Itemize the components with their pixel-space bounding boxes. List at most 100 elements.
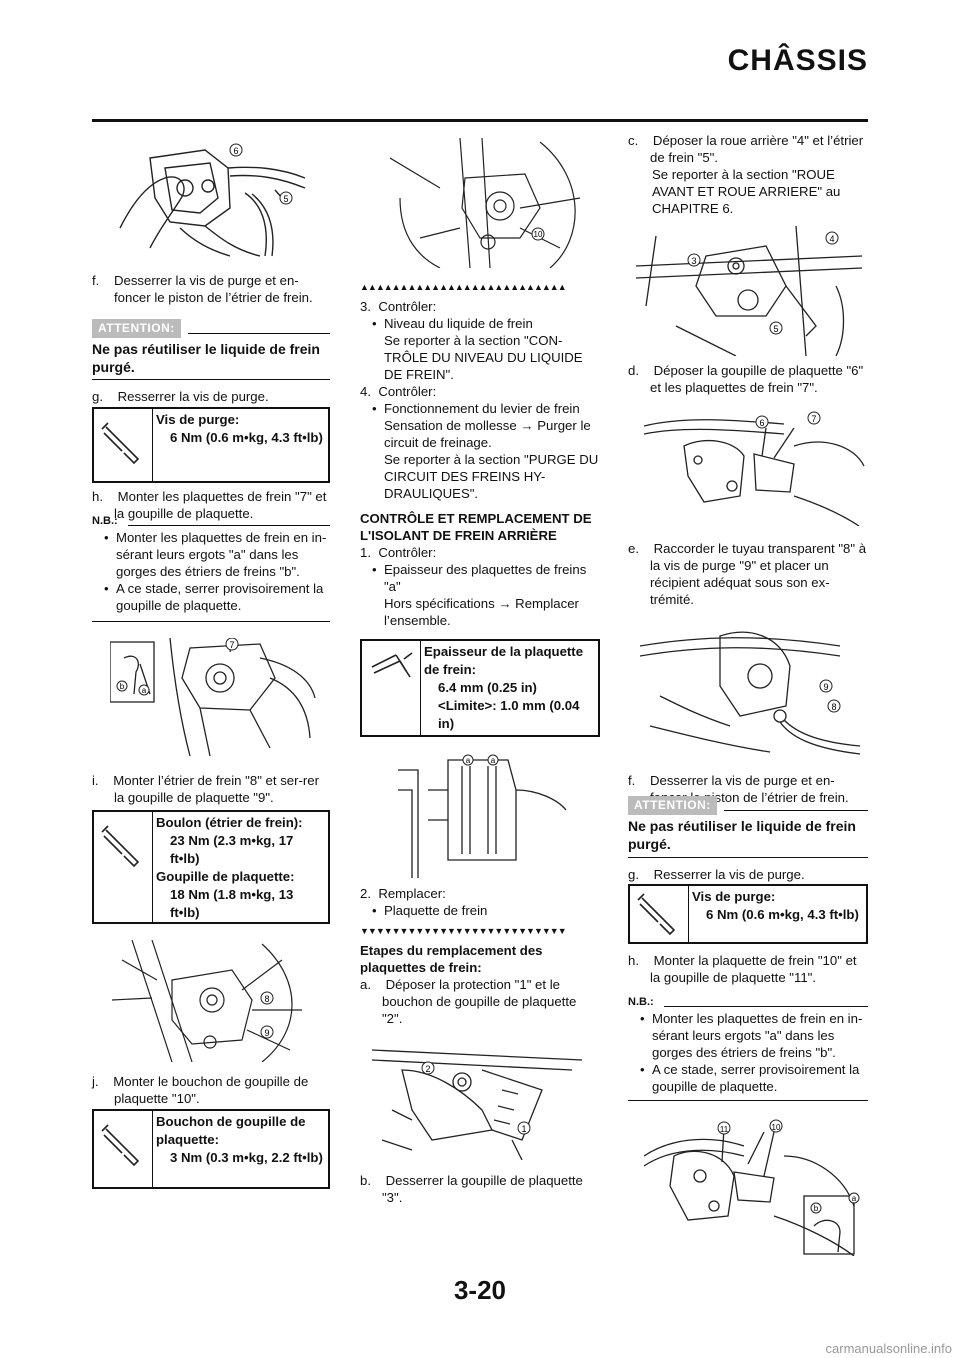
col1-step-h: h. Monter les plaquettes de frein "7" et… — [92, 489, 327, 521]
spec-box-pad-thickness: Epaisseur de la plaquette de frein: 6.4 … — [360, 639, 600, 737]
spec-box-pin-plug: Bouchon de goupille de plaquette: 3 Nm (… — [92, 1109, 330, 1189]
list-item: • Monter les plaquettes de frein en in-s… — [640, 1011, 863, 1060]
torque-wrench-icon — [101, 422, 140, 465]
col1-step-f: f. Desserrer la vis de purge et en-fonce… — [92, 273, 313, 305]
fig-label-9: 9 — [264, 1028, 269, 1038]
col2-steps: Etapes du remplacement des plaquettes de… — [360, 942, 600, 1027]
list-item: • Fonctionnement du levier de frein — [372, 401, 580, 416]
fig-label-a: a — [142, 686, 147, 695]
fig-label-b: b — [120, 682, 125, 691]
fig-label-3: 3 — [691, 256, 696, 266]
nb-label: N.B.: — [628, 996, 654, 1008]
list-item: • Monter les plaquettes de frein en in-s… — [104, 530, 327, 579]
spec-icon-cell — [94, 1111, 153, 1187]
col1-nb-header: N.B.: — [92, 513, 330, 527]
figure-pad-install-2: 11 10 a b — [644, 1119, 860, 1256]
c-ref: Se reporter à la section "ROUE AVANT ET … — [652, 167, 841, 216]
col3-step-g: g. Resserrer la vis de purge. — [628, 867, 805, 882]
figure-pad-install-1: 7 a b — [110, 638, 316, 756]
fig-label-a: a — [466, 756, 471, 765]
s4-detail: Sensation de mollesse → Purger le circui… — [384, 418, 591, 450]
attention-badge: ATTENTION: — [628, 796, 717, 815]
list-item: • A ce stade, serrer provisoirement la g… — [640, 1062, 860, 1094]
fig-label-5: 5 — [283, 194, 288, 204]
spec5-title: Vis de purge: — [692, 889, 776, 904]
list-item: • Epaisseur des plaquettes de freins "a" — [372, 562, 587, 594]
col2-step-2: 2. Remplacer: • Plaquette de frein — [360, 885, 600, 919]
col3-attention-header: ATTENTION: — [628, 796, 868, 815]
list-item: • Niveau du liquide de frein — [372, 316, 533, 331]
spec-box-bleed-screw-1: Vis de purge:6 Nm (0.6 m•kg, 4.3 ft•lb) — [92, 407, 330, 483]
header-rule — [92, 119, 868, 122]
spec4-title: Epaisseur de la plaquette de frein: — [424, 644, 584, 677]
figure-rear-caliper-removal: 3 4 5 — [636, 226, 862, 356]
torque-wrench-icon — [101, 825, 140, 868]
s1-detail: Hors spécifications → Remplacer l’ensemb… — [384, 596, 579, 628]
col3-nb-header: N.B.: — [628, 994, 868, 1008]
col1-step-g: g. Resserrer la vis de purge. — [92, 389, 269, 404]
spec4-value-a: 6.4 mm (0.25 in) — [438, 680, 537, 695]
vernier-caliper-icon — [371, 652, 413, 678]
steps-heading: Etapes du remplacement des plaquettes de… — [360, 943, 543, 975]
spec-box-caliper-bolt: Boulon (étrier de frein): 23 Nm (2.3 m•k… — [92, 810, 330, 924]
down-triangle-divider: ▼▼▼▼▼▼▼▼▼▼▼▼▼▼▼▼▼▼▼▼▼▼▼▼▼▼ — [360, 926, 567, 936]
col1-step-j: j. Monter le bouchon de goupille de plaq… — [92, 1074, 309, 1106]
fig-label-6: 6 — [233, 146, 238, 156]
up-triangle-divider: ▲▲▲▲▲▲▲▲▲▲▲▲▲▲▲▲▲▲▲▲▲▲▲▲▲▲ — [360, 282, 567, 292]
figure-pad-removal: 6 7 — [644, 411, 865, 526]
fig-label-2: 2 — [425, 1064, 430, 1074]
col3-step-c: c. Déposer la roue arrière "4" et l’étri… — [628, 132, 868, 217]
figure-pin-plug-removal: 2 1 — [372, 1049, 583, 1160]
spec-icon-cell — [630, 886, 689, 942]
fig-label-4: 4 — [829, 234, 834, 244]
spec2-value-b: 18 Nm (1.8 m•kg, 13 ft•lb) — [170, 887, 294, 920]
fig-label-10: 10 — [534, 230, 543, 239]
spec4-value-b: <Limite>: 1.0 mm (0.04 in) — [438, 698, 580, 731]
spec-icon-cell — [362, 641, 421, 735]
spec3-value: 3 Nm (0.3 m•kg, 2.2 ft•lb) — [170, 1150, 323, 1165]
spec2-title-a: Boulon (étrier de frein): — [156, 815, 303, 830]
col2-step-3: 3. Contrôler: • Niveau du liquide de fre… — [360, 299, 599, 628]
fig-label-5: 5 — [773, 324, 778, 334]
torque-wrench-icon — [637, 893, 676, 936]
figure-front-wheel-caliper: 10 — [390, 138, 581, 268]
spec1-title: Vis de purge: — [156, 412, 240, 427]
fig-label-10: 10 — [772, 1123, 781, 1132]
col1-attention-header: ATTENTION: — [92, 319, 330, 338]
fig-label-7: 7 — [811, 414, 816, 424]
s3-ref: Se reporter à la section "CON-TRÔLE DU N… — [384, 333, 583, 382]
col3-step-e: e. Raccorder le tuyau transparent "8" à … — [628, 541, 867, 607]
attention-badge: ATTENTION: — [92, 319, 181, 338]
col1-step-i: i. Monter l’étrier de frein "8" et ser-r… — [92, 773, 320, 805]
spec-icon-cell — [94, 409, 153, 481]
spec5-value: 6 Nm (0.6 m•kg, 4.3 ft•lb) — [706, 907, 859, 922]
col3-attention-rule — [628, 857, 868, 858]
list-item: • A ce stade, serrer provisoirement la g… — [104, 581, 324, 613]
figure-wheel-caliper-1: 8 9 — [112, 940, 302, 1062]
col3-attention-text: Ne pas réutiliser le liquide de frein pu… — [628, 818, 856, 852]
fig-label-b: b — [814, 1204, 819, 1213]
col1-nb-list: • Monter les plaquettes de frein en in-s… — [92, 529, 330, 614]
figure-caliper-hands-1: 6 5 — [119, 143, 306, 257]
fig-label-a: a — [852, 1194, 857, 1203]
fig-label-8: 8 — [831, 702, 836, 712]
fig-label-9: 9 — [823, 682, 828, 692]
col3-nb-list: • Monter les plaquettes de frein en in-s… — [628, 1010, 868, 1095]
section-heading: CONTRÔLE ET REMPLACEMENT DE L'ISOLANT DE… — [360, 511, 592, 543]
footer-watermark: carmanualsonline.info — [825, 1341, 952, 1356]
figure-bleed-hose: 9 8 — [640, 631, 861, 755]
col1-attention-rule — [92, 379, 330, 380]
fig-label-1: 1 — [521, 1124, 526, 1134]
spec-icon-cell — [94, 812, 153, 922]
col3-step-h: h. Monter la plaquette de frein "10" et … — [628, 953, 857, 985]
page-title: CHÂSSIS — [727, 44, 868, 77]
col3-nb-rule — [628, 1100, 868, 1101]
torque-wrench-icon — [101, 1124, 140, 1167]
spec2-value-a: 23 Nm (2.3 m•kg, 17 ft•lb) — [170, 833, 294, 866]
col2-step-b: b. Desserrer la goupille de plaquette "3… — [360, 1173, 583, 1205]
fig-label-a: a — [491, 756, 496, 765]
s4-ref: Se reporter à la section "PURGE DU CIRCU… — [384, 452, 599, 501]
fig-label-7: 7 — [229, 640, 234, 650]
col1-attention-text: Ne pas réutiliser le liquide de frein pu… — [92, 341, 320, 375]
col1-nb-rule — [92, 621, 330, 622]
